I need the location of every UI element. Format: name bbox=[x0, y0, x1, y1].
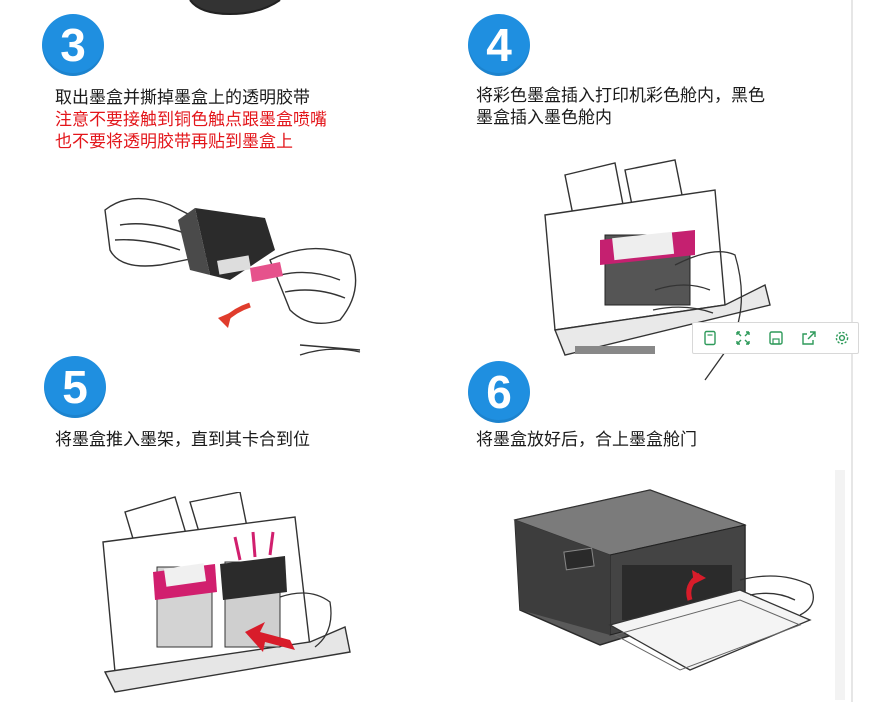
step-3-illustration bbox=[104, 197, 361, 356]
step-6-badge: 6 bbox=[468, 361, 530, 423]
prev-illustration-fragment bbox=[189, 0, 281, 16]
step-3-instruction: 取出墨盒并撕掉墨盒上的透明胶带 bbox=[55, 88, 310, 108]
step-4-badge: 4 bbox=[468, 14, 530, 76]
save-icon[interactable] bbox=[765, 327, 787, 349]
step-4-instruction-line-1: 将彩色墨盒插入打印机彩色舱内，黑色 bbox=[476, 86, 765, 106]
image-toolbar bbox=[692, 322, 859, 354]
step-3-warning-line-2: 也不要将透明胶带再贴到墨盒上 bbox=[55, 132, 293, 152]
step-6-instruction: 将墨盒放好后，合上墨盒舱门 bbox=[476, 430, 697, 450]
step-4-instruction-line-2: 墨盒插入墨色舱内 bbox=[476, 108, 612, 128]
step-5-badge: 5 bbox=[44, 356, 106, 418]
step-5-instruction: 将墨盒推入墨架，直到其卡合到位 bbox=[55, 430, 310, 450]
step-3-warning-line-1: 注意不要接触到铜色触点跟墨盒喷嘴 bbox=[55, 110, 327, 130]
expand-icon[interactable] bbox=[732, 327, 754, 349]
step-6-illustration bbox=[513, 470, 845, 700]
page-icon[interactable] bbox=[699, 327, 721, 349]
share-icon[interactable] bbox=[798, 327, 820, 349]
step-3-badge: 3 bbox=[42, 14, 104, 76]
step-5-illustration bbox=[102, 492, 351, 693]
settings-icon[interactable] bbox=[831, 327, 853, 349]
step-4-illustration bbox=[544, 159, 771, 381]
